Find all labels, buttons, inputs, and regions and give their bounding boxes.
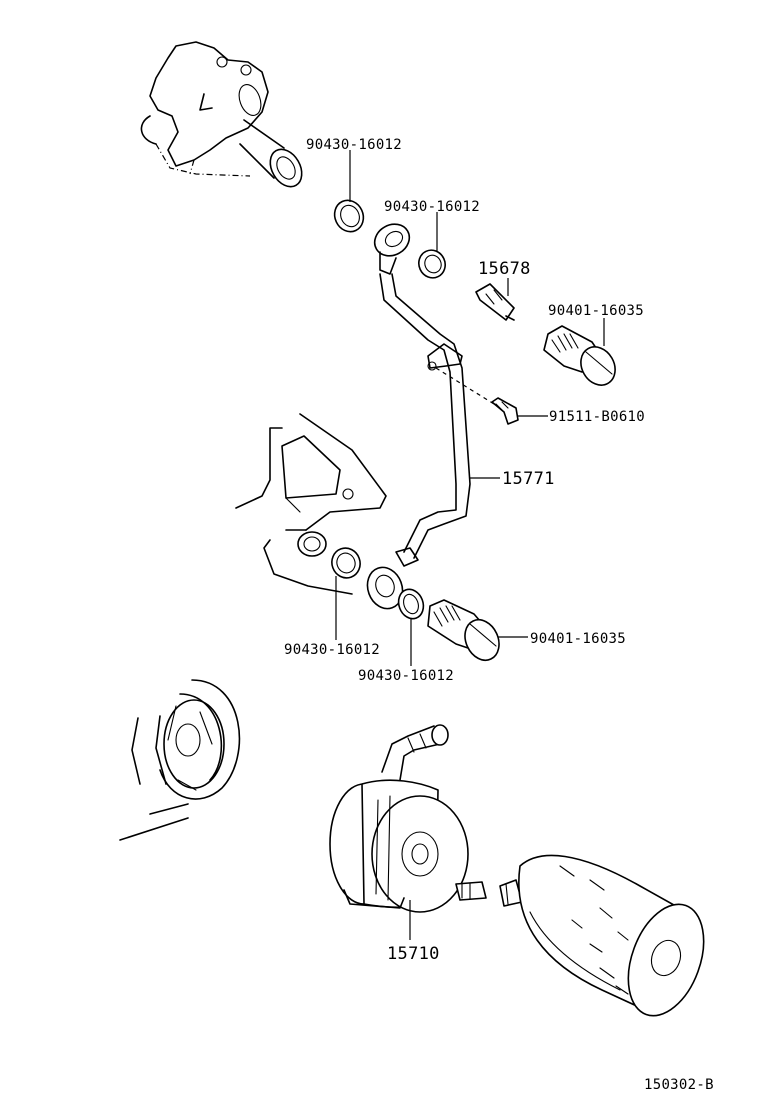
oil-cooler-drawing	[329, 724, 487, 913]
gasket-low-right-drawing	[397, 588, 425, 620]
sender-drawing	[475, 283, 515, 321]
label-gasket-mid: 90430-16012	[384, 199, 480, 215]
banjo-fitting-lower-drawing	[366, 547, 419, 610]
diagram-code: 150302-B	[644, 1077, 714, 1093]
label-union-bolt-low: 90401-16035	[530, 631, 626, 647]
gasket-low-left-drawing	[331, 547, 361, 579]
label-gasket-low-right: 90430-16012	[358, 668, 454, 684]
label-sender: 15678	[478, 259, 531, 279]
gasket-mid-drawing	[418, 249, 446, 279]
union-bolt-low-drawing	[427, 599, 500, 661]
union-bolt-top-drawing	[543, 325, 616, 386]
oil-pipe-drawing	[379, 273, 495, 559]
label-union-bolt-top: 90401-16035	[548, 303, 644, 319]
oil-filter-drawing	[499, 854, 705, 1017]
small-bolt-drawing	[491, 397, 519, 425]
label-gasket-low-left: 90430-16012	[284, 642, 380, 658]
pulley-drawing	[119, 679, 241, 841]
label-oil-cooler: 15710	[387, 944, 440, 964]
banjo-fitting-upper-drawing	[373, 223, 411, 275]
label-oil-pipe: 15771	[502, 469, 555, 489]
engine-block-drawing	[235, 413, 387, 595]
turbo-housing-drawing	[140, 41, 303, 188]
label-bolt-small: 91511-B0610	[549, 409, 645, 425]
label-gasket-top: 90430-16012	[306, 137, 402, 153]
gasket-top-drawing	[333, 199, 365, 233]
